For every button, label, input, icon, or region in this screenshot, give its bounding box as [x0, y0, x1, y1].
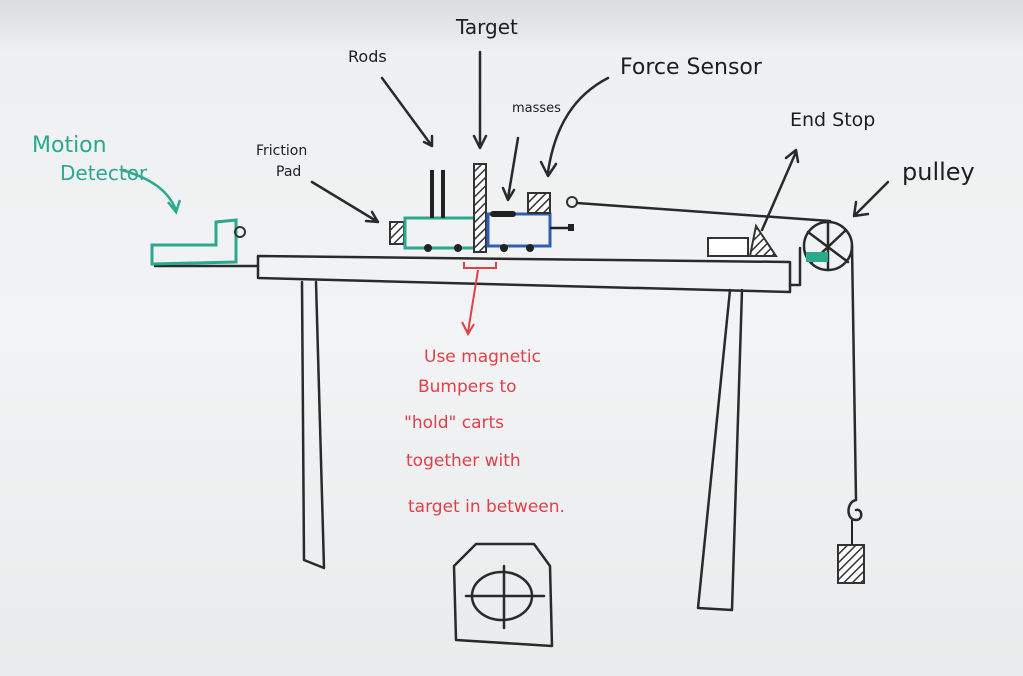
label-target: Target: [455, 15, 518, 39]
force-sensor: [527, 192, 578, 214]
pulley: [802, 220, 854, 272]
label-pulley: pulley: [902, 158, 975, 186]
label-friction: Friction: [256, 143, 307, 159]
label-end-stop: End Stop: [790, 109, 875, 131]
track: [153, 246, 802, 294]
target-sketch: [452, 542, 554, 648]
note-line: Bumpers to: [418, 377, 517, 397]
label-masses: masses: [512, 101, 561, 116]
label-force-sensor: Force Sensor: [620, 55, 763, 80]
note-line: together with: [406, 451, 521, 471]
note-line: Use magnetic: [424, 347, 541, 367]
target-plate: [473, 163, 487, 253]
motion-detector: [150, 218, 246, 266]
note-line: target in between.: [408, 497, 565, 517]
cart-left: [403, 170, 479, 252]
end-stop: [707, 223, 778, 257]
note-line: "hold" carts: [404, 413, 504, 433]
label-motion: Motion: [32, 133, 107, 158]
label-pad: Pad: [276, 164, 301, 180]
friction-pad: [389, 221, 405, 245]
annotation-arrows: [121, 50, 890, 337]
string: [575, 201, 858, 502]
label-detector: Detector: [60, 161, 148, 185]
hanging-mass: [837, 498, 865, 584]
cart-right: [486, 211, 574, 252]
table-legs: [300, 280, 744, 612]
label-rods: Rods: [348, 47, 387, 66]
